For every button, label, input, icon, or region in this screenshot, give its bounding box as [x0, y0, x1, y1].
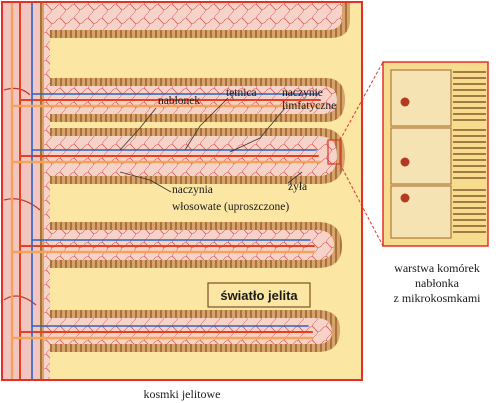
zoom-source-box: [327, 139, 341, 165]
leader-capillaries: [119, 171, 172, 193]
villus-base-core: [44, 2, 50, 380]
main-frame-border: [1, 1, 363, 381]
inset-cell-3: [390, 185, 452, 239]
leader-lines: [119, 97, 303, 193]
leader-artery: [184, 97, 229, 151]
inset-nucleus-3: [400, 193, 410, 203]
inset-nucleus-2: [400, 157, 410, 167]
main-diagram: światło jelita: [1, 1, 363, 381]
label-lymph-line1: naczynie: [282, 87, 323, 99]
artery-vessel: [19, 2, 321, 380]
submucosa-layer: [2, 2, 46, 380]
label-capillaries-line1: naczynia: [172, 184, 213, 196]
inset-epithelium-cells: [382, 61, 489, 247]
inset-caption-line1: warstwa komórek: [394, 261, 480, 275]
label-vein: żyła: [288, 181, 307, 193]
inset-microvilli: [453, 71, 486, 233]
inset-caption-line2: nabłonka: [415, 276, 460, 290]
villus-core-1: [44, 2, 342, 30]
label-lymph-line2: limfatyczne: [282, 100, 336, 112]
inset-nucleus-1: [400, 97, 410, 107]
leader-epithelium: [119, 107, 157, 151]
lumen-label-group: światło jelita: [207, 282, 311, 308]
lumen-label-box: [207, 282, 311, 308]
inset-cell-2: [390, 127, 452, 185]
inset-caption-line3: z mikrokosmkami: [394, 291, 482, 305]
labels: nabłonek tętnica naczynie limfatyczne ży…: [158, 87, 336, 213]
label-capillaries-line2: włosowate (uproszczone): [172, 201, 289, 213]
vein-vessel: [31, 2, 319, 380]
lumen-label: światło jelita: [220, 288, 298, 303]
label-epithelium: nabłonek: [158, 95, 200, 107]
leader-lymph: [229, 107, 286, 153]
lymph-vessel: [10, 2, 324, 380]
zoom-line-bottom: [339, 163, 384, 247]
label-artery: tętnica: [226, 87, 257, 99]
zoom-connector: [327, 61, 384, 247]
main-caption: kosmki jelitowe: [144, 387, 221, 401]
vessels: [10, 2, 324, 380]
inset-cell-1: [390, 69, 452, 127]
leader-vein: [287, 171, 303, 184]
